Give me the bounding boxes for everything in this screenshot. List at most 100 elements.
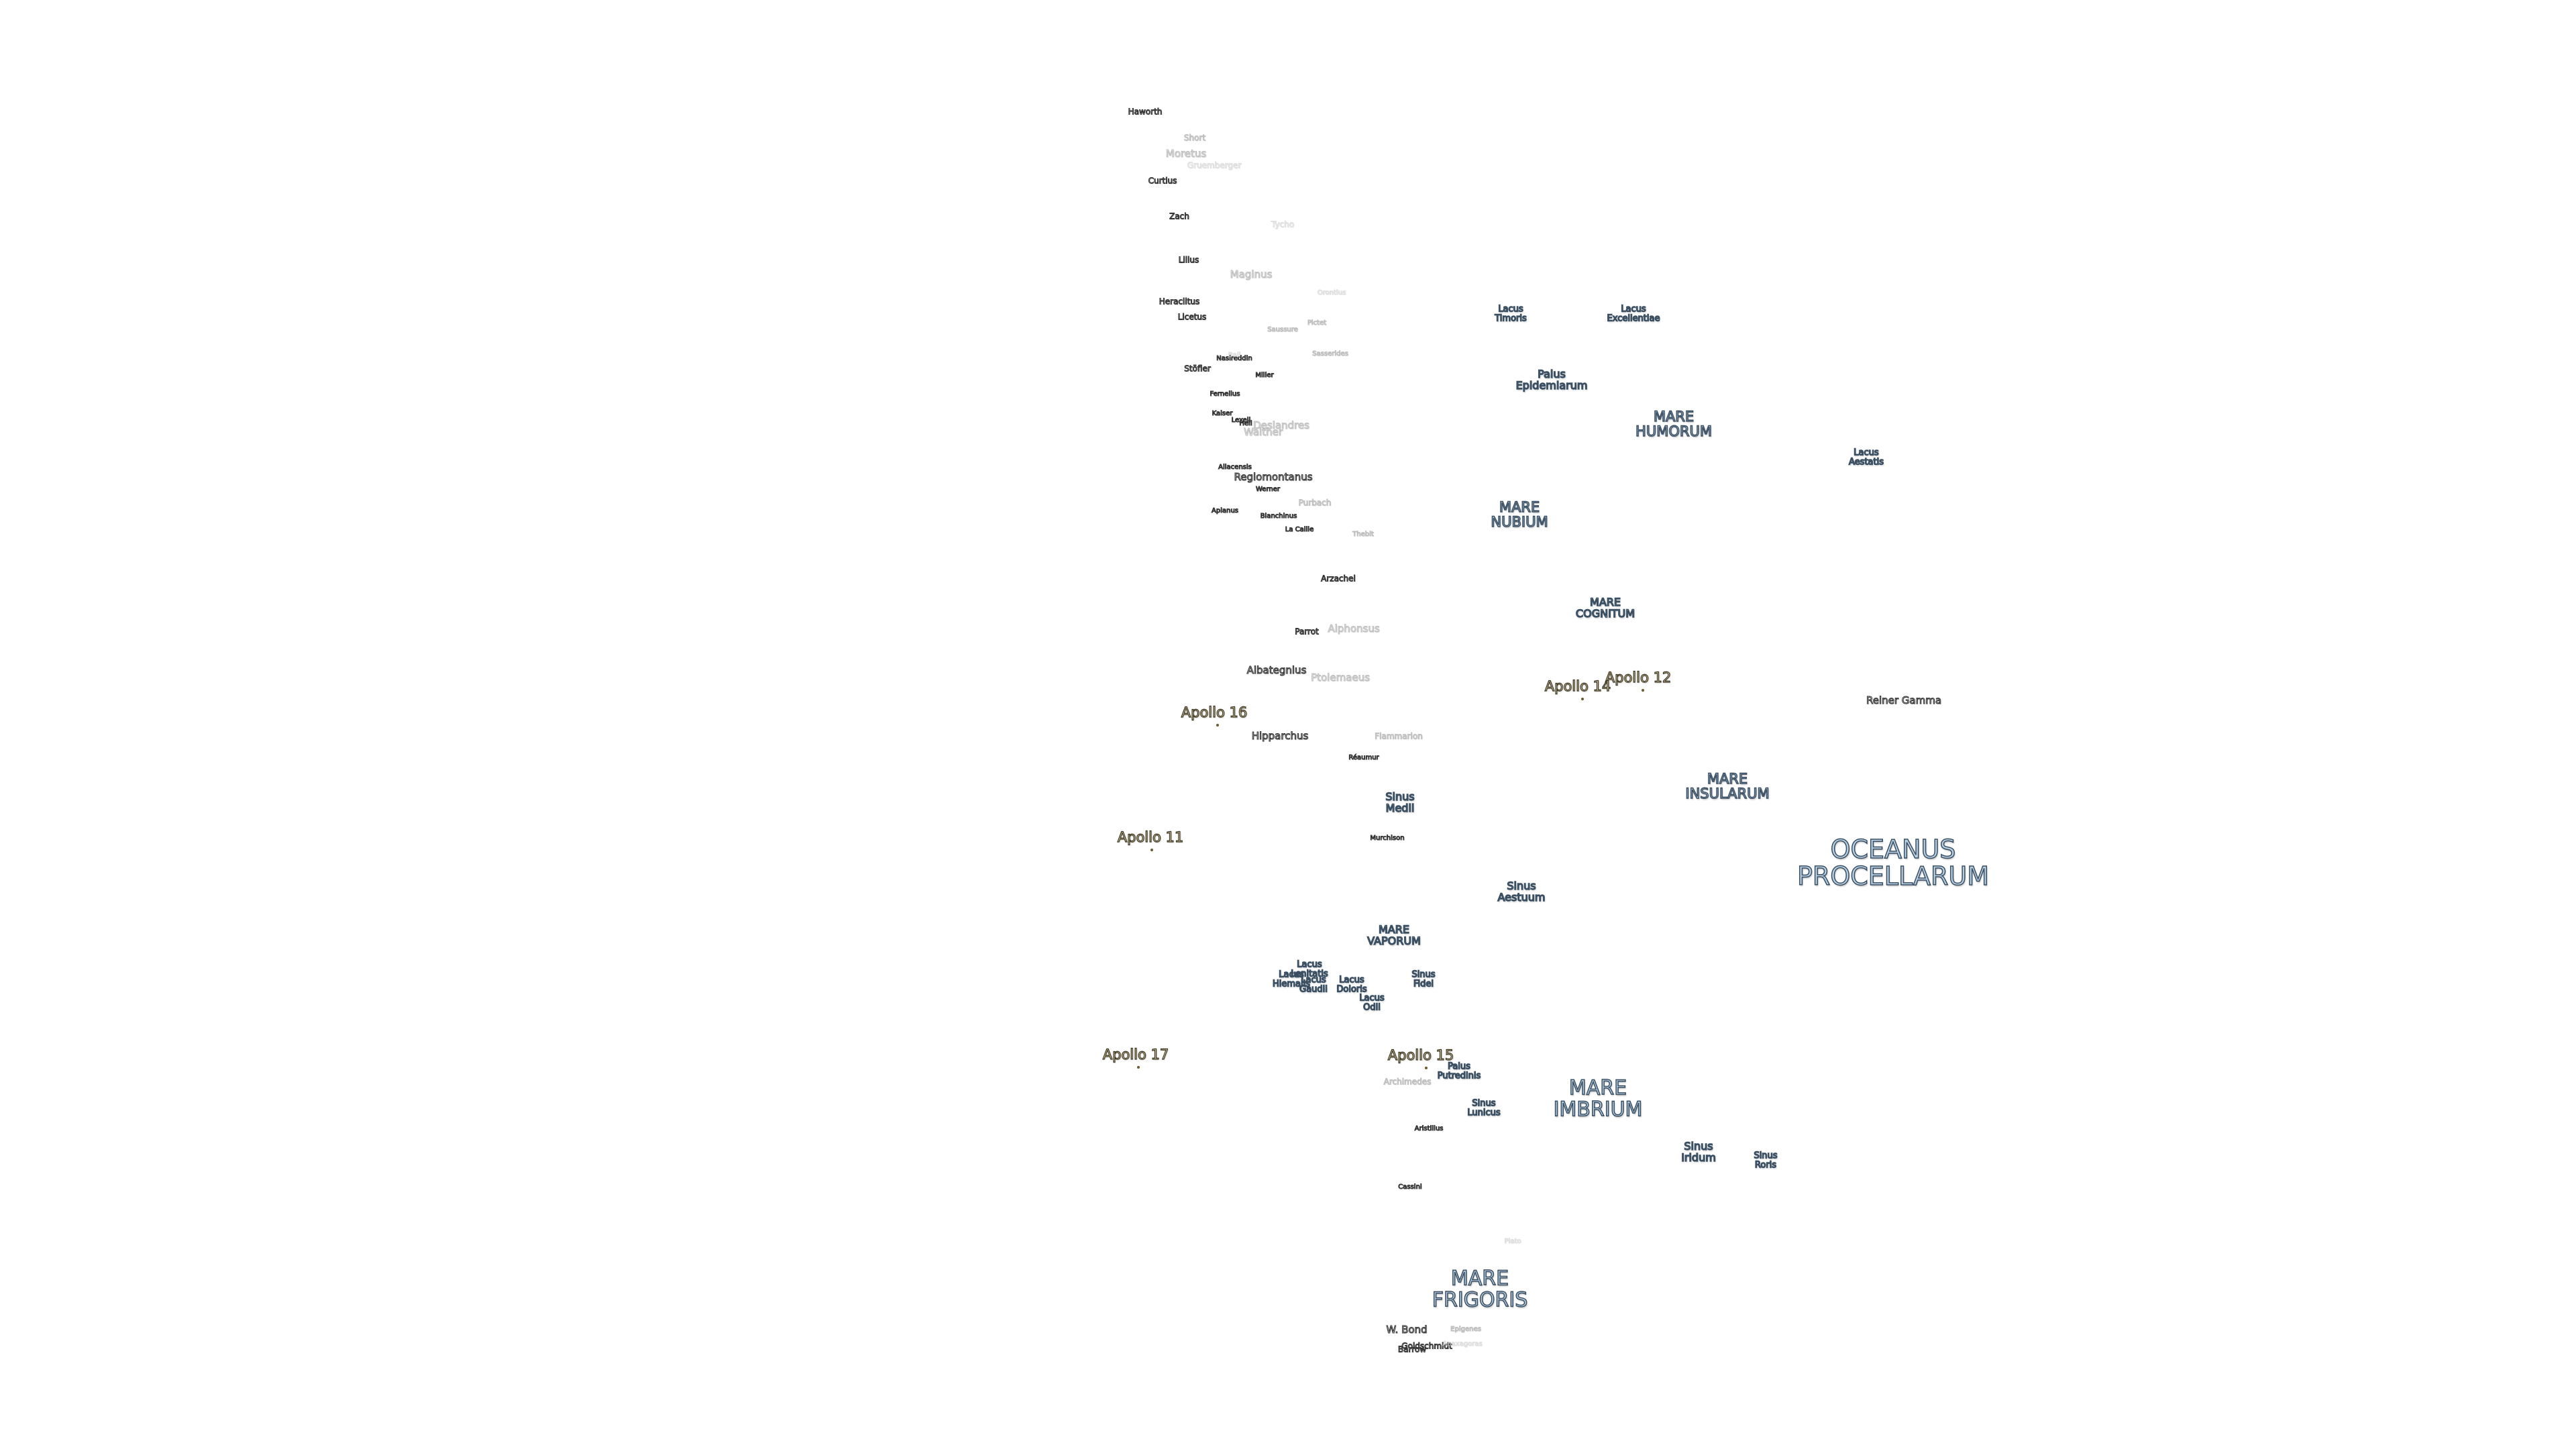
label-line: Sinus	[1507, 879, 1537, 893]
crater-label-lexell[interactable]: Lexell	[1231, 417, 1251, 425]
label-line: MARE	[1378, 923, 1409, 936]
crater-label-flammarion[interactable]: Flammarion	[1375, 732, 1424, 741]
landing-site-apollo-14[interactable]: Apollo 14	[1544, 678, 1611, 694]
crater-label-maginus[interactable]: Maginus	[1230, 269, 1273, 280]
crater-label-heraclitus[interactable]: Heraclitus	[1159, 297, 1200, 307]
crater-label-anaxagoras[interactable]: Anaxagoras	[1442, 1340, 1483, 1348]
label-line: Gaudii	[1299, 984, 1328, 994]
crater-label-purbach[interactable]: Purbach	[1298, 498, 1332, 508]
crater-label-lilius[interactable]: Lilius	[1178, 256, 1199, 265]
label-line: Aliacensis	[1218, 463, 1252, 471]
label-line: Apollo 15	[1387, 1046, 1454, 1063]
crater-label-hell[interactable]: Hell	[1239, 420, 1252, 428]
crater-label-ball[interactable]: Ball	[1228, 352, 1241, 360]
crater-label-curtius[interactable]: Curtius	[1148, 176, 1177, 186]
landing-site-marker	[1150, 849, 1153, 851]
crater-label-apianus[interactable]: Apianus	[1212, 506, 1239, 515]
crater-label-ptolemaeus[interactable]: Ptolemaeus	[1311, 672, 1371, 684]
crater-label-aliacensis[interactable]: Aliacensis	[1218, 464, 1252, 472]
landing-site-apollo-17[interactable]: Apollo 17	[1102, 1046, 1169, 1062]
crater-label-epigenes[interactable]: Epigenes	[1450, 1326, 1482, 1334]
crater-label-tycho[interactable]: Tycho	[1271, 220, 1294, 229]
crater-label-parrot[interactable]: Parrot	[1295, 627, 1319, 637]
label-line: Palus	[1537, 368, 1566, 381]
crater-label-reaumur[interactable]: Réaumur	[1348, 754, 1379, 762]
crater-label-albategnius[interactable]: Albategnius	[1246, 665, 1307, 676]
crater-label-saussure[interactable]: Saussure	[1267, 326, 1299, 334]
landing-site-apollo-16[interactable]: Apollo 16	[1181, 704, 1248, 720]
crater-label-la-caille[interactable]: La Caille	[1285, 526, 1313, 534]
label-line: Doloris	[1336, 984, 1368, 994]
crater-label-gruemberger[interactable]: Gruemberger	[1187, 161, 1242, 170]
landing-site-apollo-12[interactable]: Apollo 12	[1605, 669, 1672, 685]
crater-label-regiomontanus[interactable]: Regiomontanus	[1234, 472, 1313, 483]
crater-label-pictet[interactable]: Pictet	[1307, 319, 1326, 327]
crater-label-licetus[interactable]: Licetus	[1177, 312, 1207, 322]
crater-label-nasireddin[interactable]: Nasireddin	[1216, 355, 1252, 363]
crater-label-archimedes[interactable]: Archimedes	[1383, 1077, 1432, 1087]
crater-label-aristillus[interactable]: Aristillus	[1414, 1125, 1444, 1133]
landing-site-apollo-15[interactable]: Apollo 15	[1387, 1046, 1454, 1063]
crater-label-arzachel[interactable]: Arzachel	[1321, 574, 1356, 584]
crater-label-sasserides[interactable]: Sasserides	[1312, 350, 1349, 358]
crater-label-barrow[interactable]: Barrow	[1397, 1345, 1426, 1354]
label-line: MARE	[1450, 1267, 1509, 1291]
crater-label-reiner-gamma[interactable]: Reiner Gamma	[1866, 695, 1941, 706]
crater-label-walther[interactable]: Walther	[1243, 427, 1283, 438]
crater-label-goldschmidt[interactable]: Goldschmidt	[1401, 1342, 1452, 1351]
crater-label-alphonsus[interactable]: Alphonsus	[1328, 623, 1380, 635]
crater-label-w-bond[interactable]: W. Bond	[1386, 1324, 1428, 1336]
crater-label-haworth[interactable]: Haworth	[1128, 107, 1163, 117]
label-line: Fidei	[1413, 979, 1434, 989]
crater-label-moretus[interactable]: Moretus	[1165, 148, 1206, 160]
crater-label-fernelius[interactable]: Fernelius	[1210, 390, 1240, 398]
label-line: Licetus	[1177, 312, 1207, 322]
crater-label-werner[interactable]: Werner	[1256, 486, 1281, 494]
crater-label-deslandres[interactable]: Deslandres	[1253, 420, 1310, 431]
label-line: Aestuum	[1497, 891, 1546, 904]
crater-label-kaiser[interactable]: Kaiser	[1212, 410, 1233, 418]
crater-label-thebit[interactable]: Thebit	[1352, 530, 1375, 539]
landing-site-apollo-11[interactable]: Apollo 11	[1117, 829, 1184, 845]
crater-label-short[interactable]: Short	[1183, 133, 1205, 143]
label-line: OCEANUS	[1830, 835, 1956, 865]
crater-label-hipparchus[interactable]: Hipparchus	[1251, 731, 1309, 742]
crater-label-blanchinus[interactable]: Blanchinus	[1260, 513, 1297, 521]
label-line: Thebit	[1352, 530, 1375, 538]
crater-label-plato[interactable]: Plato	[1504, 1238, 1521, 1246]
label-line: Apianus	[1212, 506, 1239, 515]
label-line: Heraclitus	[1159, 297, 1200, 307]
label-line: Anaxagoras	[1442, 1340, 1483, 1348]
crater-label-miller[interactable]: Miller	[1255, 372, 1274, 380]
crater-label-murchison[interactable]: Murchison	[1370, 835, 1405, 843]
crater-label-cassini[interactable]: Cassini	[1398, 1183, 1422, 1191]
crater-label-stofler[interactable]: Stöfler	[1184, 364, 1212, 374]
crater-label-orontius[interactable]: Orontius	[1317, 289, 1346, 297]
crater-label-zach[interactable]: Zach	[1169, 212, 1190, 221]
